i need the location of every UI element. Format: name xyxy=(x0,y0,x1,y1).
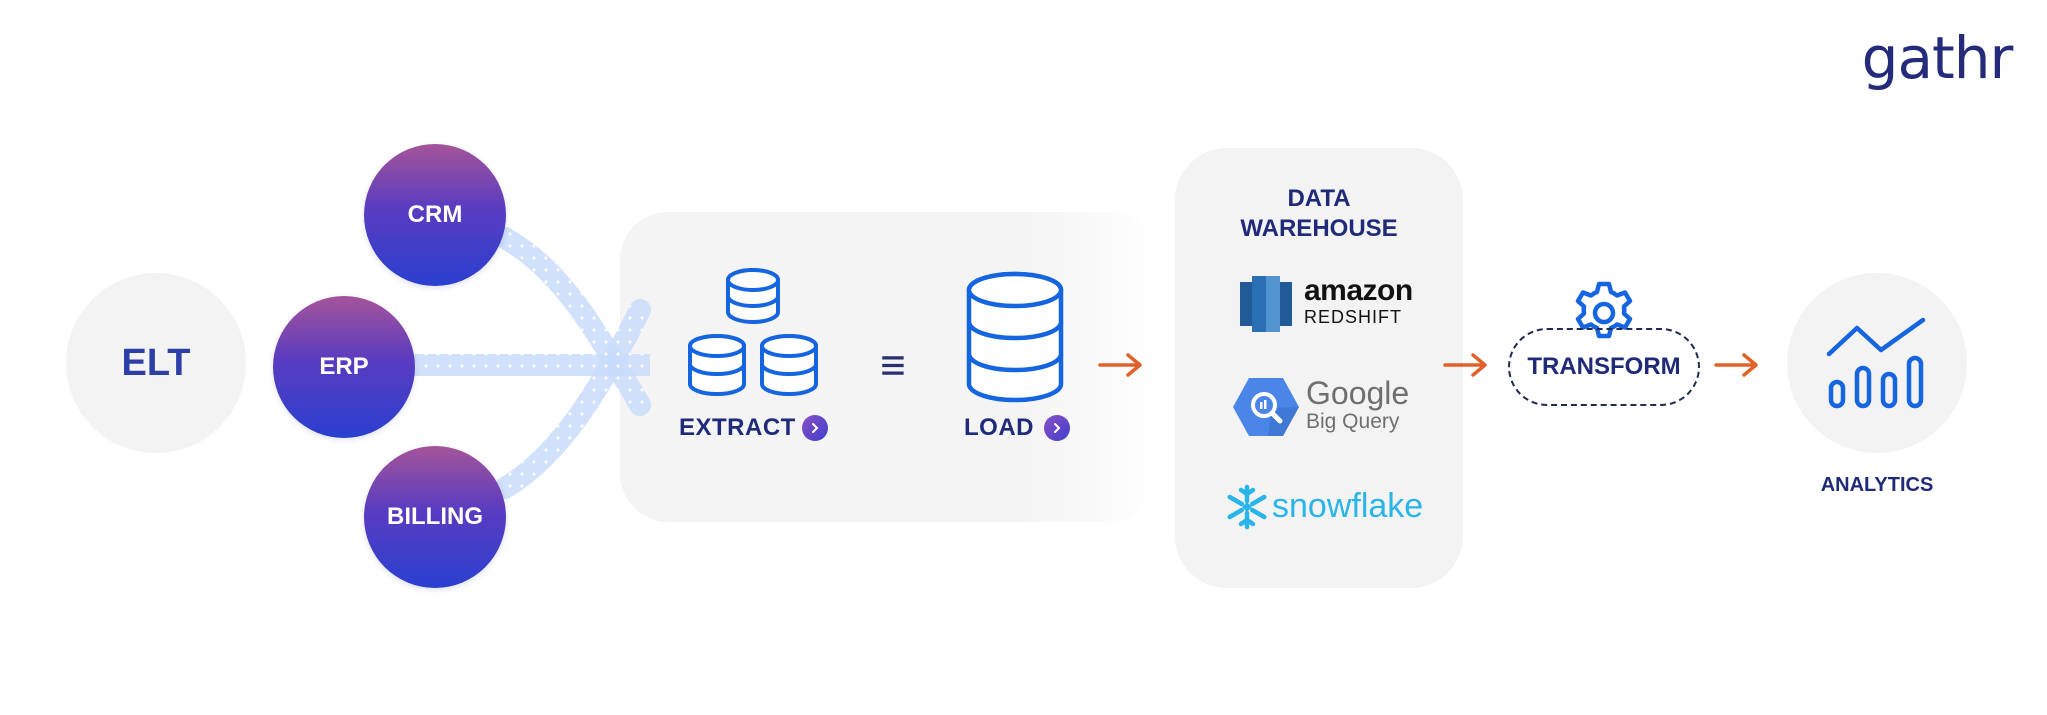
data-warehouse-title-line1: DATA xyxy=(1287,185,1351,212)
transform-step: TRANSFORM xyxy=(1508,328,1700,406)
equivalence-symbol: ≡ xyxy=(880,341,906,390)
source-crm: CRM xyxy=(364,144,506,286)
source-erp: ERP xyxy=(273,296,415,438)
source-billing: BILLING xyxy=(364,446,506,588)
analytics-circle xyxy=(1787,273,1967,453)
snowflake-logo-text: snowflake xyxy=(1272,487,1424,525)
load-database-icon xyxy=(966,271,1064,403)
transform-label: TRANSFORM xyxy=(1527,353,1681,380)
redshift-line2: REDSHIFT xyxy=(1304,307,1402,327)
redshift-line1: amazon xyxy=(1304,274,1413,307)
analytics-chart-icon xyxy=(1826,317,1926,409)
extract-label: EXTRACT xyxy=(679,414,796,441)
load-label: LOAD xyxy=(964,414,1034,441)
arrow-right-icon xyxy=(1714,353,1758,377)
source-erp-label: ERP xyxy=(319,353,369,380)
amazon-redshift-logo-icon xyxy=(1240,276,1292,332)
data-warehouse-title: DATA WAREHOUSE xyxy=(1175,184,1463,244)
elt-label: ELT xyxy=(121,341,191,384)
chevron-right-icon xyxy=(1054,423,1061,433)
google-bigquery-logo-icon xyxy=(1233,378,1299,436)
arrow-right-icon xyxy=(1443,353,1487,377)
gathr-logo: gathr xyxy=(1861,24,2014,92)
extract-chevron-button[interactable] xyxy=(802,415,828,441)
ribbon-billing xyxy=(494,299,651,499)
chevron-right-icon xyxy=(812,423,819,433)
data-warehouse-title-line2: WAREHOUSE xyxy=(1240,215,1398,242)
arrow-right-icon xyxy=(1098,353,1142,377)
google-bigquery-logo-text: Google Big Query xyxy=(1306,376,1446,434)
snowflake-logo-icon xyxy=(1227,484,1267,530)
amazon-redshift-logo-text: amazon REDSHIFT xyxy=(1304,276,1434,328)
ribbon-crm xyxy=(494,227,651,416)
source-crm-label: CRM xyxy=(407,201,463,228)
extract-databases-icon xyxy=(688,268,818,396)
elt-title-circle: ELT xyxy=(66,273,246,453)
analytics-label: ANALYTICS xyxy=(1820,474,1934,496)
load-chevron-button[interactable] xyxy=(1044,415,1070,441)
bigquery-line1: Google xyxy=(1306,375,1410,411)
bigquery-line2: Big Query xyxy=(1306,410,1400,433)
source-billing-label: BILLING xyxy=(387,503,483,530)
data-warehouse-panel xyxy=(1175,148,1463,588)
gear-icon xyxy=(1575,281,1633,339)
